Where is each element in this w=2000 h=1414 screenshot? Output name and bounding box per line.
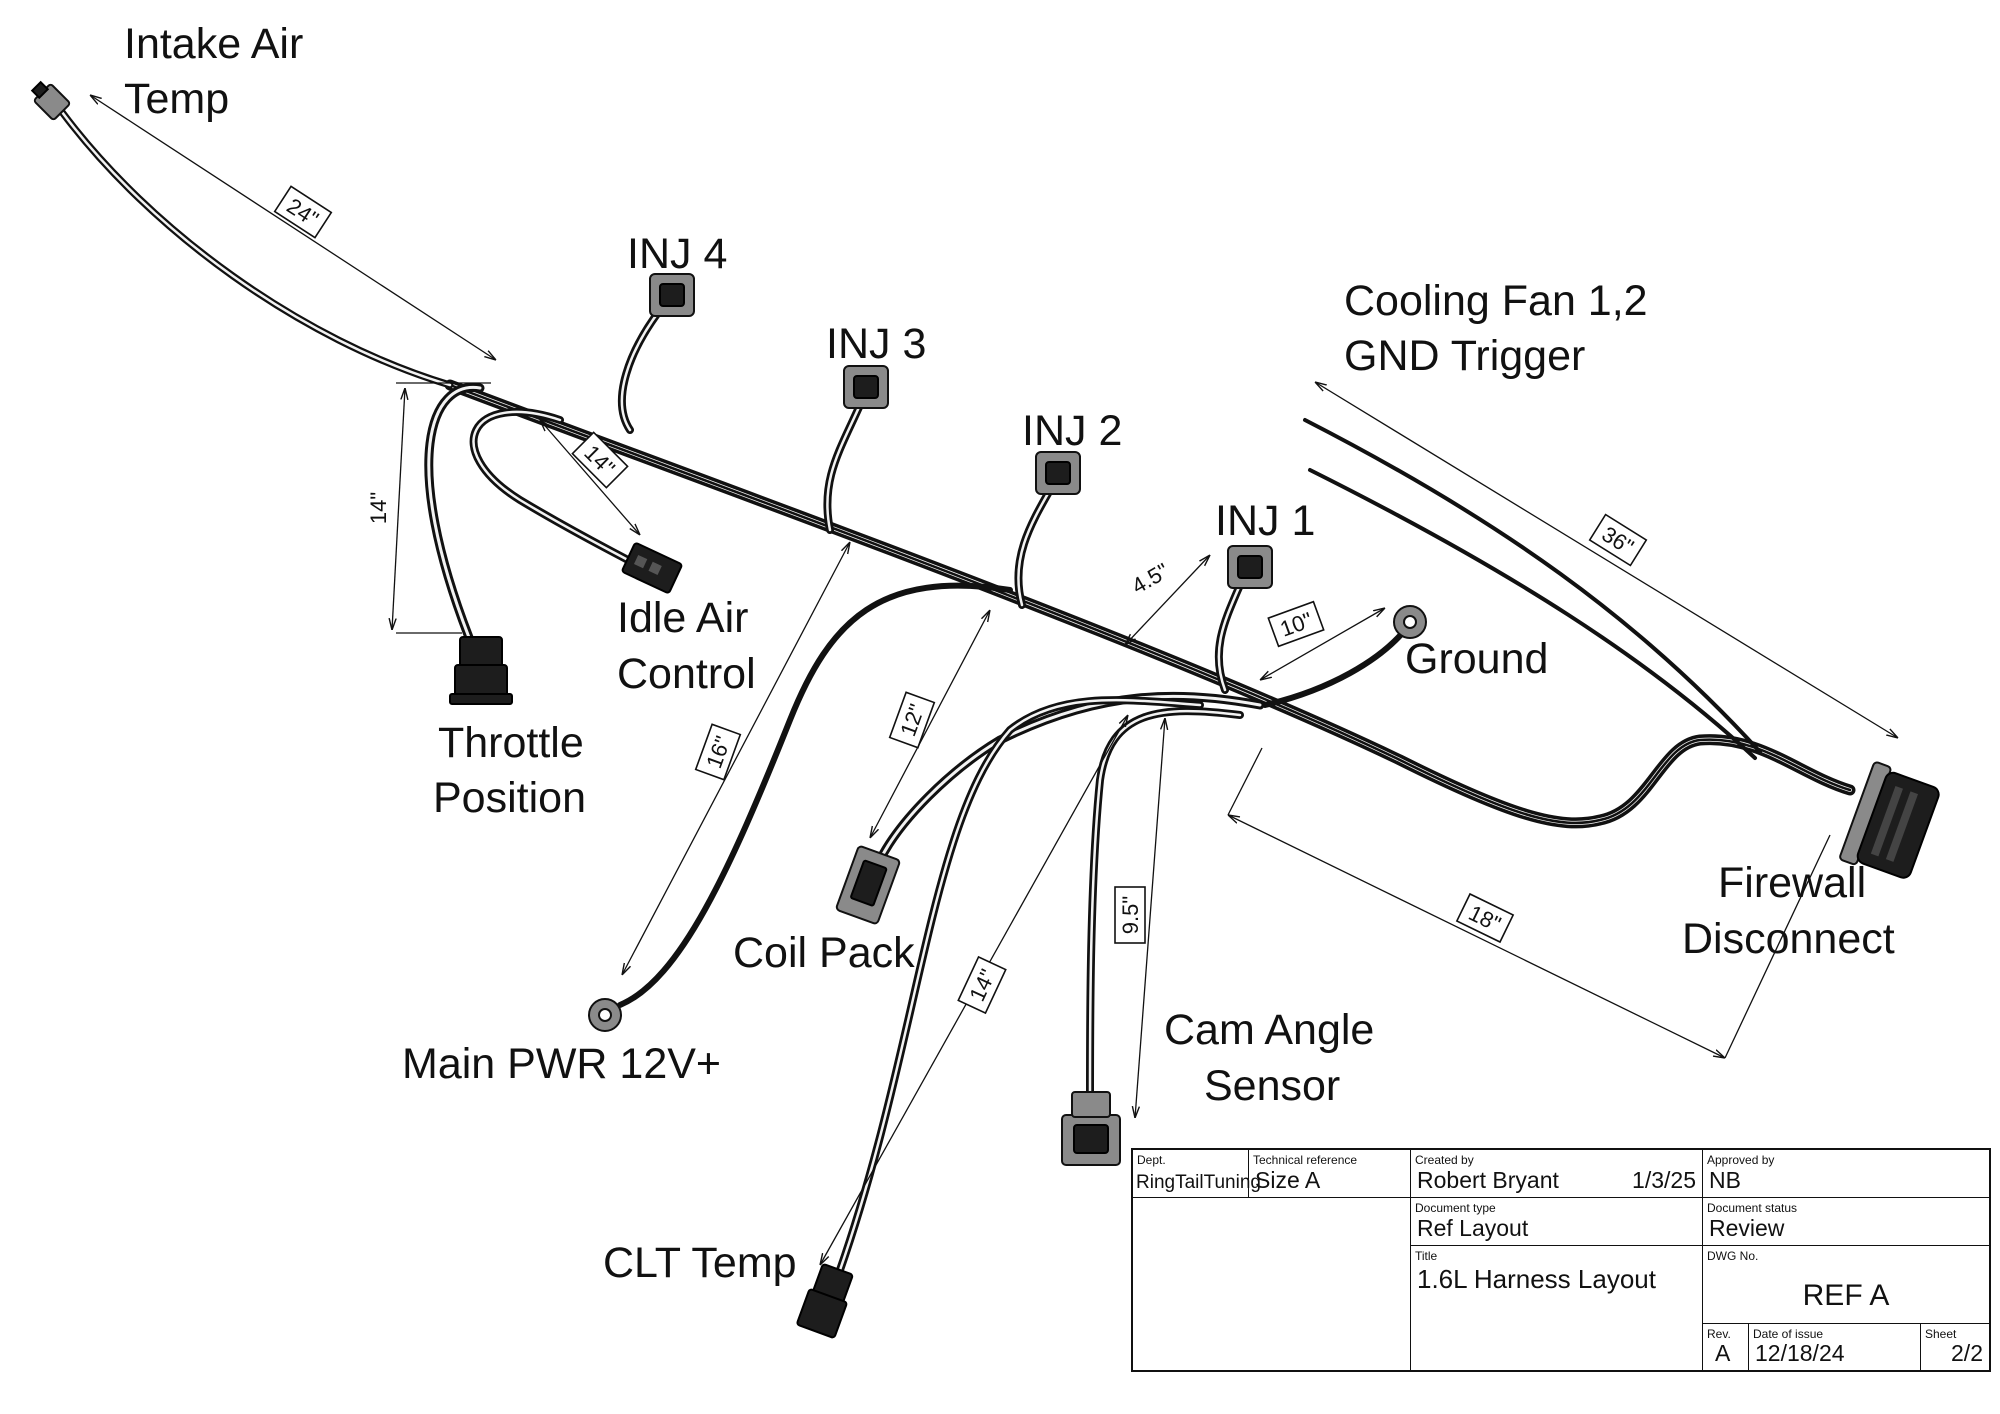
dimension-lines [90, 95, 1898, 1265]
label-inj4: INJ 4 [627, 230, 727, 278]
dept-value: RingTailTuning [1136, 1172, 1261, 1193]
approved-by-value: NB [1709, 1167, 1741, 1193]
label-inj2: INJ 2 [1022, 407, 1122, 455]
label-intake-air-temp-line2: Temp [124, 75, 229, 123]
branch-inj1 [1214, 581, 1244, 694]
dim-firewall-disconnect: 18" [1455, 892, 1515, 944]
title-value: 1.6L Harness Layout [1417, 1264, 1656, 1294]
label-main-pwr: Main PWR 12V+ [402, 1040, 721, 1088]
cell-techref: Technical reference Size A [1249, 1150, 1411, 1198]
branch-intake-air-temp [58, 108, 454, 389]
label-cam-angle-sensor-line1: Cam Angle [1164, 1006, 1374, 1054]
dim-idle-air-control: 14" [571, 431, 629, 489]
cell-created-by: Created by Robert Bryant 1/3/25 [1411, 1150, 1703, 1198]
firewall-disconnect-connector [1839, 761, 1940, 879]
label-intake-air-temp-line1: Intake Air [124, 20, 303, 68]
label-cooling-fan-line2: GND Trigger [1344, 332, 1585, 380]
idle-air-control-connector [621, 542, 683, 594]
coil-pack-connector [835, 845, 901, 925]
docstatus-value: Review [1709, 1215, 1785, 1241]
dim-ground: 10" [1267, 600, 1325, 648]
label-cam-angle-sensor-line2: Sensor [1204, 1062, 1340, 1110]
main-pwr-ring-terminal [588, 998, 622, 1032]
clt-temp-connector [796, 1263, 854, 1339]
label-firewall-disconnect-line2: Disconnect [1682, 915, 1895, 963]
inj3-connector [843, 365, 889, 409]
label-clt-temp: CLT Temp [603, 1239, 797, 1287]
sheet-value: 2/2 [1951, 1340, 1983, 1366]
dim-injector-spacing: 4.5" [1127, 558, 1173, 599]
cell-dwg: DWG No. REF A [1703, 1246, 1989, 1324]
branch-throttle-position [424, 382, 485, 645]
label-cooling-fan-line1: Cooling Fan 1,2 [1344, 277, 1648, 325]
created-date-value: 1/3/25 [1632, 1167, 1696, 1193]
cell-issue-date: Date of issue 12/18/24 [1749, 1324, 1921, 1370]
cell-title: Title 1.6L Harness Layout [1411, 1246, 1703, 1370]
doctype-value: Ref Layout [1417, 1215, 1529, 1241]
label-inj3: INJ 3 [826, 320, 926, 368]
cell-rev: Rev. A [1703, 1324, 1749, 1370]
title-block: Dept. RingTailTuning Technical reference… [1131, 1148, 1991, 1372]
cell-dept: Dept. RingTailTuning [1133, 1150, 1261, 1198]
throttle-position-connector [449, 636, 513, 705]
cell-docstatus: Document status Review [1703, 1198, 1989, 1246]
inj4-connector [649, 273, 695, 317]
dwg-value: REF A [1802, 1279, 1890, 1312]
label-throttle-position-line1: Throttle [438, 719, 584, 767]
label-idle-air-control-line2: Control [617, 650, 756, 698]
issue-date-value: 12/18/24 [1755, 1340, 1845, 1366]
label-inj1: INJ 1 [1215, 497, 1315, 545]
dim-throttle-position: 14" [366, 492, 391, 524]
svg-text:9.5": 9.5" [1118, 896, 1143, 934]
techref-value: Size A [1255, 1167, 1321, 1193]
cell-doctype: Document type Ref Layout [1411, 1198, 1703, 1246]
cell-approved-by: Approved by NB [1703, 1150, 1989, 1198]
inj2-connector [1035, 451, 1081, 495]
cell-sheet: Sheet 2/2 [1925, 1327, 1983, 1366]
dim-coil-pack: 12" [888, 691, 936, 749]
branch-inj3 [823, 401, 864, 534]
label-coil-pack: Coil Pack [733, 929, 915, 977]
label-ground: Ground [1405, 635, 1548, 683]
cell-empty [1133, 1198, 1411, 1370]
created-by-value: Robert Bryant [1417, 1167, 1559, 1193]
svg-text:14": 14" [366, 492, 391, 524]
rev-value: A [1715, 1340, 1731, 1366]
dim-main-pwr: 16" [694, 723, 742, 781]
dim-cooling-fan: 36" [1588, 513, 1648, 567]
label-idle-air-control-line1: Idle Air [617, 594, 748, 642]
intake-air-temp-connector [30, 80, 71, 121]
branch-idle-air-control [469, 407, 632, 564]
label-throttle-position-line2: Position [433, 774, 586, 822]
inj1-connector [1227, 545, 1273, 589]
main-trunk [444, 379, 1856, 829]
cam-angle-sensor-connector [1061, 1091, 1121, 1166]
branch-cooling-fan [1303, 418, 1762, 760]
svg-text:4.5": 4.5" [1127, 558, 1173, 599]
branch-inj2 [1014, 486, 1054, 609]
dim-cam-angle-sensor: 9.5" [1114, 886, 1146, 944]
branch-inj4 [618, 306, 664, 434]
dim-intake-air-temp: 24" [273, 185, 333, 239]
branch-coil-pack [875, 691, 1265, 865]
ground-ring-terminal [1393, 605, 1427, 639]
label-firewall-disconnect-line1: Firewall [1718, 859, 1866, 907]
